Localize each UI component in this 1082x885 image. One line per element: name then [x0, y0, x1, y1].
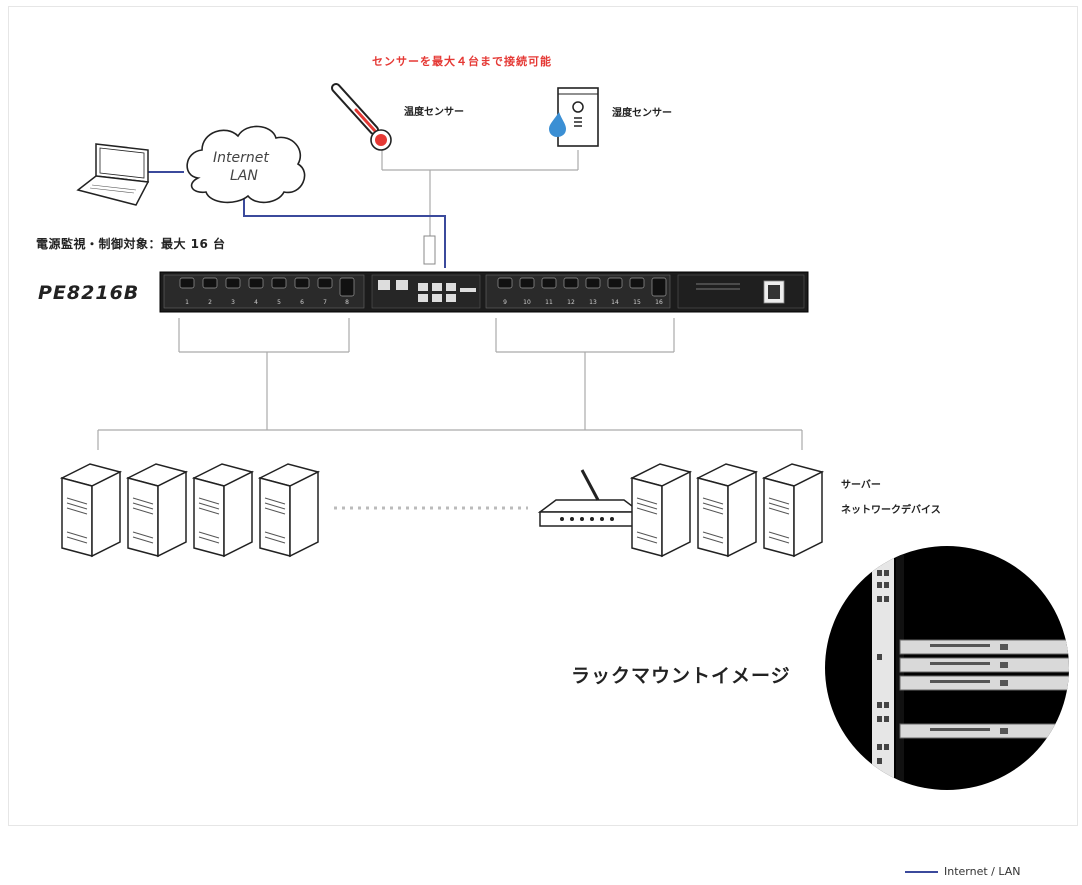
- device-label-server: サーバー: [841, 480, 881, 491]
- left-outlet-number: 1: [185, 299, 189, 306]
- sensor-note: センサーを最大４台まで接続可能: [372, 55, 552, 68]
- right-outlet-number: 10: [523, 299, 531, 306]
- server-icon: [191, 463, 255, 558]
- cloud-icon: [186, 125, 306, 204]
- left-outlet-number: 6: [300, 299, 304, 306]
- left-outlet-number: 8: [345, 299, 349, 306]
- device-label-network: ネットワークデバイス: [841, 505, 941, 516]
- lan-lines: [148, 171, 446, 268]
- right-outlet-number: 16: [655, 299, 663, 306]
- left-outlet-number: 2: [208, 299, 212, 306]
- thermometer-icon: [331, 83, 392, 151]
- connector-lines: [97, 150, 803, 450]
- monitor-note: 電源監視・制御対象：最大 16 台: [36, 237, 226, 251]
- legend-label: Internet / LAN: [944, 865, 1021, 878]
- laptop-icon: [76, 143, 150, 206]
- rack-mount-image: [825, 546, 1069, 790]
- left-outlet-number: 7: [323, 299, 327, 306]
- server-icon: [761, 463, 825, 558]
- right-outlet-number: 9: [503, 299, 507, 306]
- pdu-model-label: PE8216B: [38, 282, 140, 304]
- right-outlet-number: 14: [611, 299, 619, 306]
- pdu-device: [159, 271, 809, 313]
- server-icon: [257, 463, 321, 558]
- right-outlet-number: 11: [545, 299, 553, 306]
- server-icon: [125, 463, 189, 558]
- right-outlet-number: 12: [567, 299, 575, 306]
- router-icon: [537, 469, 643, 527]
- left-outlet-number: 4: [254, 299, 258, 306]
- rack-mount-label: ラックマウントイメージ: [571, 665, 791, 687]
- server-icon: [629, 463, 693, 558]
- left-outlet-number: 5: [277, 299, 281, 306]
- sensor-plug: [423, 235, 436, 265]
- right-outlet-number: 15: [633, 299, 641, 306]
- right-outlet-number: 13: [589, 299, 597, 306]
- temperature-sensor-label: 温度センサー: [404, 107, 464, 118]
- cloud-label-lan: LAN: [230, 168, 258, 184]
- cloud-label-internet: Internet: [213, 150, 269, 166]
- server-icon: [59, 463, 123, 558]
- humidity-sensor-label: 湿度センサー: [612, 108, 672, 119]
- left-outlet-number: 3: [231, 299, 235, 306]
- server-icon: [695, 463, 759, 558]
- humidity-sensor-icon: [549, 87, 599, 147]
